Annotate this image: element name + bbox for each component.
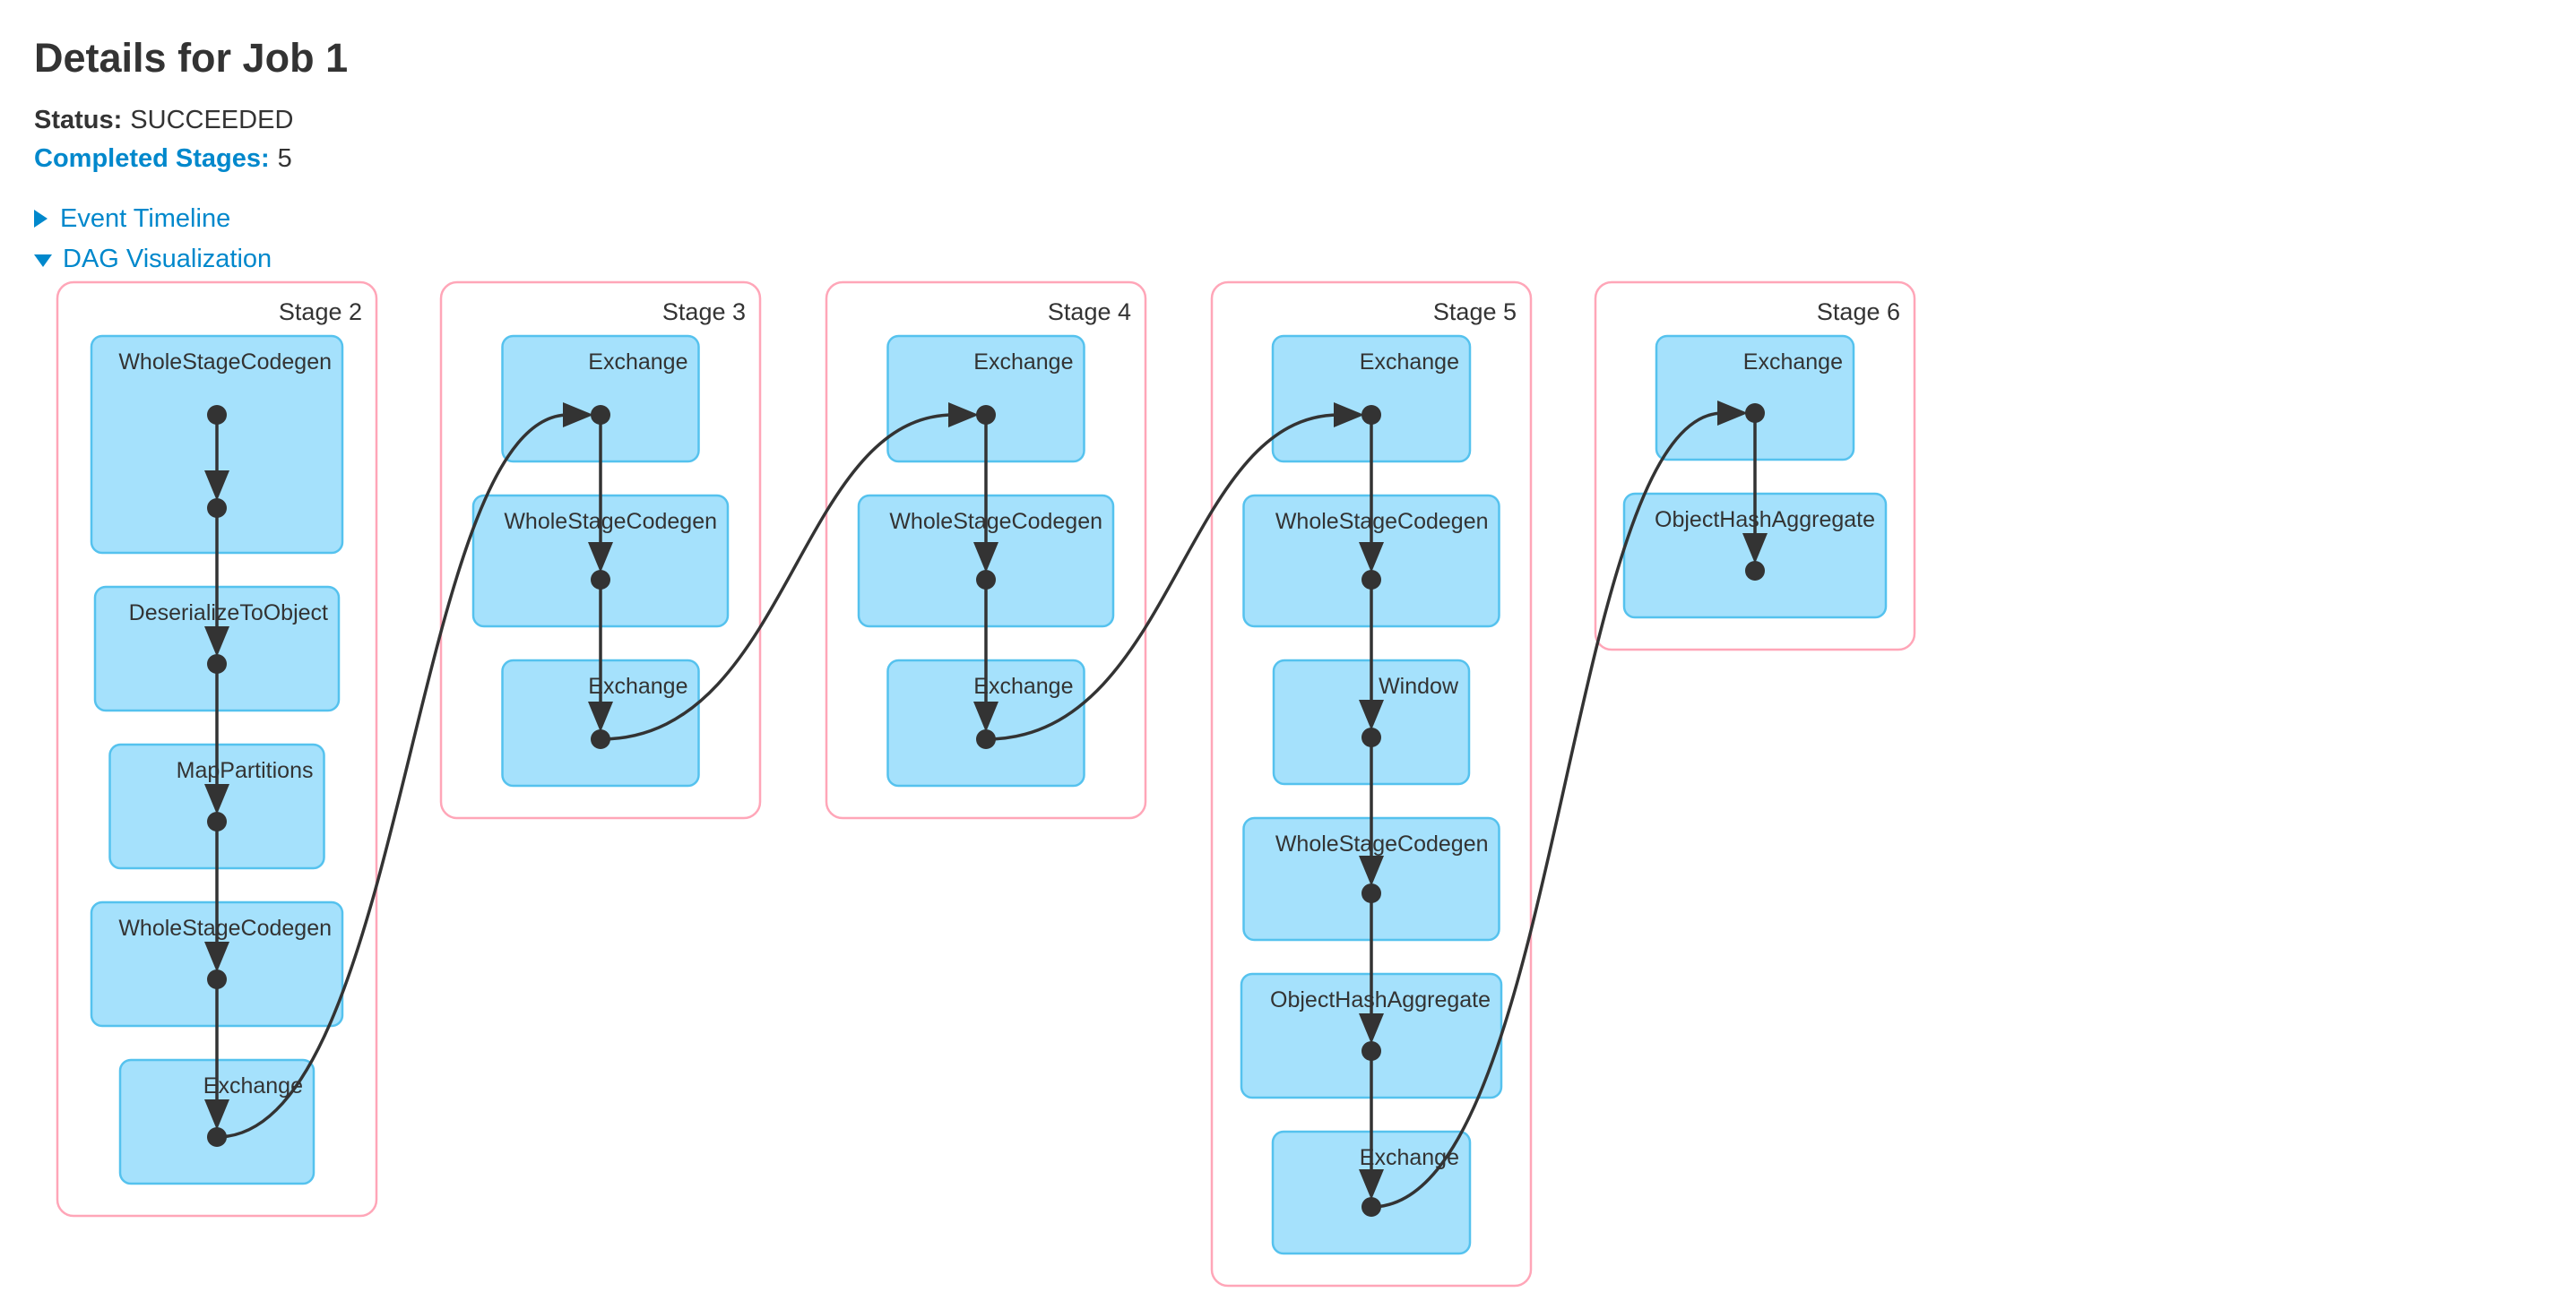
rdd-dot [976, 570, 996, 590]
stage-label: Stage 2 [279, 298, 362, 325]
arrowhead-down-icon [1359, 700, 1384, 730]
rdd-dot [1361, 1041, 1381, 1061]
stage-label: Stage 6 [1817, 298, 1900, 325]
rdd-dot [207, 405, 227, 425]
completed-stages-link[interactable]: Completed Stages: [34, 143, 270, 173]
arrowhead-right-icon [1717, 401, 1748, 426]
dag-node-label: Exchange [1743, 349, 1843, 375]
rdd-dot [1745, 561, 1765, 581]
dag-node-label: DeserializeToObject [129, 600, 328, 625]
arrowhead-down-icon [204, 942, 229, 972]
rdd-dot [1361, 405, 1381, 425]
rdd-dot [976, 729, 996, 749]
rdd-dot [1361, 883, 1381, 903]
dag-node-label: Window [1379, 674, 1459, 699]
rdd-dot [207, 969, 227, 989]
stage-label: Stage 3 [662, 298, 746, 325]
arrowhead-down-icon [204, 626, 229, 657]
rdd-dot [591, 570, 610, 590]
dag-cross-stage-edge [215, 413, 570, 1139]
rdd-dot [1361, 570, 1381, 590]
status-value: SUCCEEDED [130, 105, 294, 134]
dag-node-label: WholeStageCodegen [1275, 509, 1489, 534]
collapsed-arrow-icon [34, 210, 48, 228]
arrowhead-down-icon [1359, 1013, 1384, 1044]
dag-node-label: Exchange [203, 1073, 303, 1099]
completed-stages-line: Completed Stages:5 [34, 144, 348, 174]
arrowhead-down-icon [973, 702, 998, 732]
rdd-dot [591, 729, 610, 749]
arrowhead-down-icon [588, 542, 613, 573]
rdd-dot [1745, 403, 1765, 423]
arrowhead-down-icon [588, 702, 613, 732]
arrowhead-right-icon [948, 402, 979, 427]
dag-visualization-label: DAG Visualization [63, 244, 272, 273]
arrowhead-down-icon [1359, 856, 1384, 886]
dag-node-label: ObjectHashAggregate [1655, 507, 1875, 532]
page-title: Details for Job 1 [34, 35, 349, 81]
arrowhead-down-icon [204, 784, 229, 814]
dag-node-label: MapPartitions [177, 758, 314, 783]
dag-node-label: WholeStageCodegen [1275, 831, 1489, 857]
arrowhead-right-icon [1334, 402, 1364, 427]
job-header: Details for Job 1 Status:SUCCEEDED Compl… [34, 0, 348, 274]
dag-node-label: Exchange [1360, 349, 1459, 375]
rdd-dot [1361, 1197, 1381, 1217]
rdd-dot [976, 405, 996, 425]
arrowhead-down-icon [1742, 533, 1768, 564]
arrowhead-down-icon [1359, 542, 1384, 573]
rdd-dot [591, 405, 610, 425]
arrowhead-down-icon [1359, 1169, 1384, 1200]
event-timeline-label: Event Timeline [60, 203, 231, 233]
dag-node-label: WholeStageCodegen [118, 916, 332, 941]
rdd-dot [207, 654, 227, 674]
dag-visualization-toggle[interactable]: DAG Visualization [34, 245, 348, 274]
dag-node-label: Exchange [973, 349, 1073, 375]
stage-label: Stage 5 [1433, 298, 1517, 325]
rdd-dot [207, 1127, 227, 1147]
arrowhead-down-icon [204, 470, 229, 501]
arrowhead-down-icon [204, 1099, 229, 1130]
expanded-arrow-icon [34, 254, 52, 267]
status-label: Status: [34, 105, 123, 134]
stage-label: Stage 4 [1048, 298, 1131, 325]
arrowhead-right-icon [563, 402, 593, 427]
dag-cross-stage-edge [1370, 411, 1725, 1209]
dag-node-label: Exchange [588, 349, 687, 375]
arrowhead-down-icon [973, 542, 998, 573]
dag-node-label: Exchange [588, 674, 687, 699]
completed-stages-value: 5 [277, 143, 292, 173]
dag-node-label: WholeStageCodegen [504, 509, 717, 534]
rdd-dot [1361, 728, 1381, 747]
dag-node-label: WholeStageCodegen [889, 509, 1102, 534]
rdd-dot [207, 498, 227, 518]
dag-node-label: Exchange [1360, 1145, 1459, 1170]
rdd-dot [207, 812, 227, 831]
dag-node-label: Exchange [973, 674, 1073, 699]
dag-cross-stage-edge [599, 413, 955, 741]
dag-cross-stage-edge [984, 413, 1341, 741]
dag-node-label: WholeStageCodegen [118, 349, 332, 375]
dag-node-label: ObjectHashAggregate [1270, 987, 1491, 1012]
status-line: Status:SUCCEEDED [34, 106, 348, 135]
event-timeline-toggle[interactable]: Event Timeline [34, 204, 348, 234]
